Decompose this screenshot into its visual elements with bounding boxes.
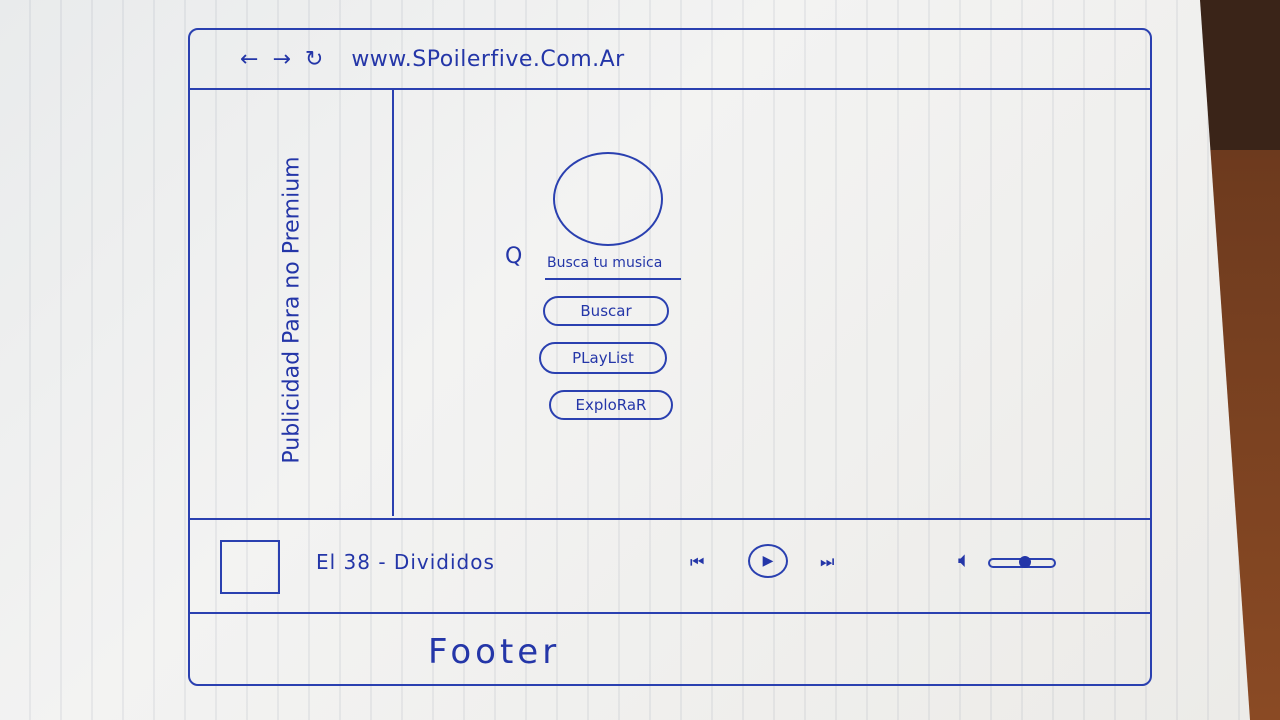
search-row: Q [505,244,705,280]
explore-button[interactable]: ExploRaR [549,390,673,420]
url-bar[interactable]: www.SPoilerfive.Com.Ar [351,46,625,72]
ad-text: Publicidad Para no Premium [279,156,305,464]
ad-sidebar: Publicidad Para no Premium [190,90,394,516]
paper-sheet: ← → ↻ www.SPoilerfive.Com.Ar Publicidad … [0,0,1250,720]
playlist-button[interactable]: PLayList [539,342,667,374]
player-bar: El 38 - Divididos ⏮ ▶ ⏭ 🔈︎ [190,518,1150,614]
previous-icon[interactable]: ⏮ [690,552,705,571]
app-window: ← → ↻ www.SPoilerfive.Com.Ar Publicidad … [188,28,1152,686]
search-input[interactable] [545,248,681,280]
next-icon[interactable]: ⏭ [820,552,835,571]
play-icon[interactable]: ▶ [748,544,788,578]
browser-bar: ← → ↻ www.SPoilerfive.Com.Ar [190,30,1150,90]
main-content: Q Buscar PLayList ExploRaR [395,90,1150,516]
album-art [220,540,280,594]
arrow-right-icon[interactable]: → [272,46,291,72]
reload-icon[interactable]: ↻ [304,46,324,72]
volume-icon[interactable]: 🔈︎ [958,548,972,573]
footer: Footer [190,612,1150,684]
track-label: El 38 - Divididos [316,550,495,574]
search-button[interactable]: Buscar [543,296,669,326]
volume-slider[interactable] [988,556,1056,568]
footer-label: Footer [428,632,561,672]
search-icon[interactable]: Q [505,244,523,269]
volume-knob[interactable] [1019,556,1032,568]
arrow-left-icon[interactable]: ← [240,46,259,72]
logo-circle [553,152,663,246]
